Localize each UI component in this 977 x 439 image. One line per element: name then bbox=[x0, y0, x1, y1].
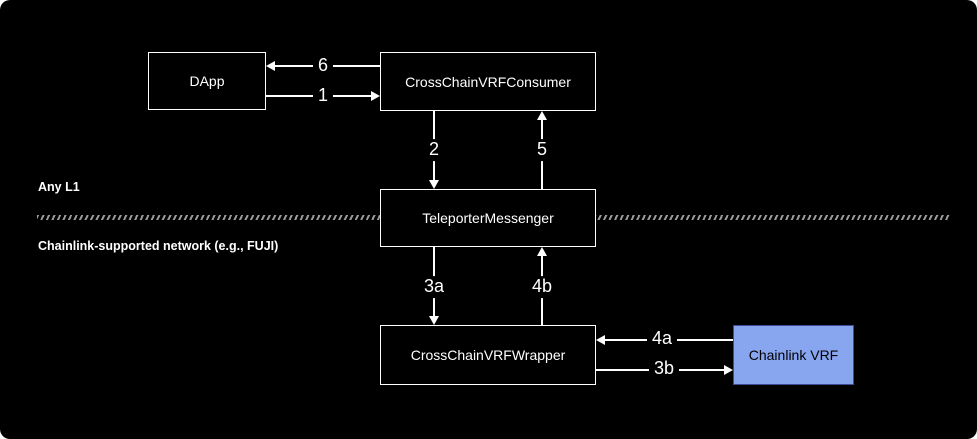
edge-1-label: 1 bbox=[312, 85, 334, 107]
region-label-any-l1: Any L1 bbox=[38, 180, 80, 194]
edge-3a-arrowhead-down-icon bbox=[429, 316, 439, 325]
edge-1-arrowhead-right-icon bbox=[371, 91, 380, 101]
edge-2-arrowhead-down-icon bbox=[429, 180, 439, 189]
node-crosschainvrfwrapper-label: CrossChainVRFWrapper bbox=[410, 347, 566, 363]
edge-5-arrowhead-up-icon bbox=[537, 111, 547, 120]
edge-3b-arrowhead-right-icon bbox=[724, 365, 733, 375]
edge-3b-label: 3b bbox=[648, 358, 680, 380]
edge-4b-label: 4b bbox=[526, 276, 558, 298]
region-label-chainlink-network: Chainlink-supported network (e.g., FUJI) bbox=[38, 239, 279, 253]
edge-4a-label: 4a bbox=[646, 328, 678, 350]
edge-4a-arrowhead-left-icon bbox=[596, 335, 605, 345]
node-chainlink-vrf-label: Chainlink VRF bbox=[748, 347, 839, 363]
node-chainlink-vrf: Chainlink VRF bbox=[733, 325, 854, 385]
edge-6-arrowhead-left-icon bbox=[266, 61, 275, 71]
edge-4b-arrowhead-up-icon bbox=[537, 247, 547, 256]
node-dapp-label: DApp bbox=[189, 73, 225, 89]
node-crosschainvrfconsumer: CrossChainVRFConsumer bbox=[380, 52, 596, 111]
edge-6-label: 6 bbox=[312, 55, 334, 77]
edge-5-label: 5 bbox=[531, 139, 553, 161]
node-crosschainvrfconsumer-label: CrossChainVRFConsumer bbox=[405, 73, 571, 90]
node-crosschainvrfwrapper: CrossChainVRFWrapper bbox=[380, 325, 596, 385]
node-teleportermessenger-label: TeleporterMessenger bbox=[422, 210, 554, 226]
node-dapp: DApp bbox=[148, 52, 266, 110]
edge-2-label: 2 bbox=[423, 139, 445, 161]
edge-3a-label: 3a bbox=[418, 276, 450, 298]
node-teleportermessenger: TeleporterMessenger bbox=[380, 189, 596, 247]
